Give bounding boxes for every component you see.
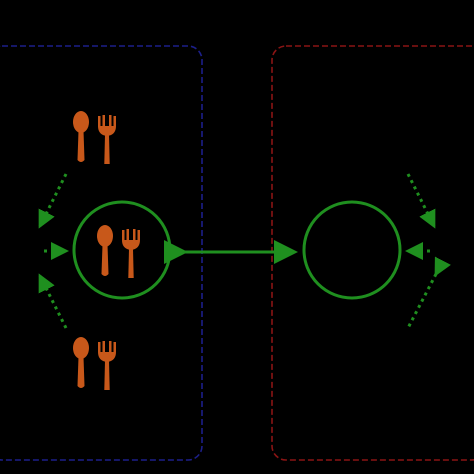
left-circle [72, 200, 172, 300]
fork-and-spoon-icon [73, 337, 116, 390]
fork-and-spoon-icon [73, 111, 116, 164]
right-upper-dotted-arrow [406, 173, 436, 229]
fork-and-spoon-icon [97, 225, 140, 278]
left-panel [0, 45, 203, 461]
left-lower-dotted-arrow [38, 273, 68, 329]
fork-spoon-pair-center [97, 225, 140, 278]
right-circle [302, 200, 402, 300]
left-upper-dotted-arrow [38, 173, 68, 229]
fork-spoon-pair-bottom [73, 337, 116, 390]
fork-spoon-pair-top [73, 111, 116, 164]
right-lower-dotted-arrow [406, 256, 451, 329]
right-panel [271, 45, 474, 461]
